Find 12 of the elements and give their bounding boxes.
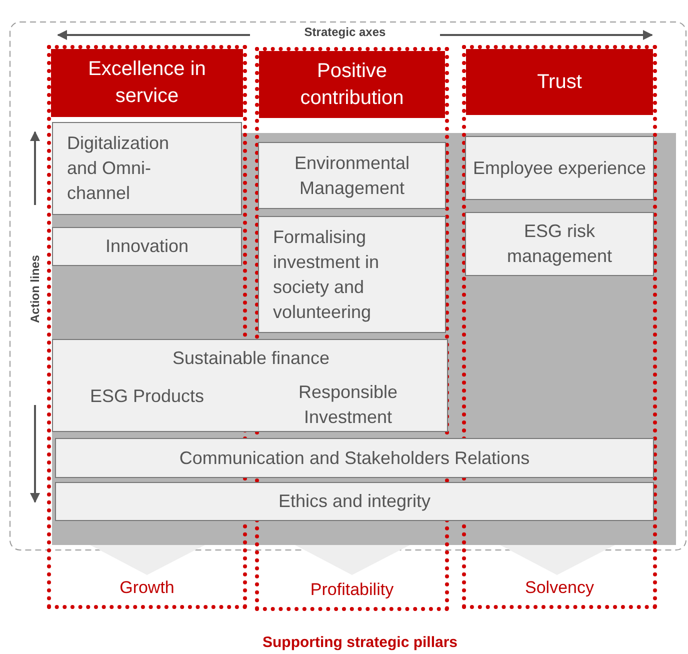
pillar-label: Growth <box>51 578 243 604</box>
box-heading: Sustainable finance <box>171 347 331 370</box>
caption: Supporting strategic pillars <box>261 634 459 653</box>
pillar-label: Solvency <box>466 578 653 604</box>
axis-title: Strategic axes <box>303 25 387 41</box>
axis-header: Positive contribution <box>259 51 445 118</box>
box-text: Responsible Investment <box>297 381 399 429</box>
axis-header: Excellence in service <box>51 49 243 117</box>
box-text: ESG Products <box>88 385 206 408</box>
pillar-label: Profitability <box>259 580 445 606</box>
axis-header: Trust <box>466 49 653 115</box>
axis-title: Action lines <box>28 254 43 326</box>
